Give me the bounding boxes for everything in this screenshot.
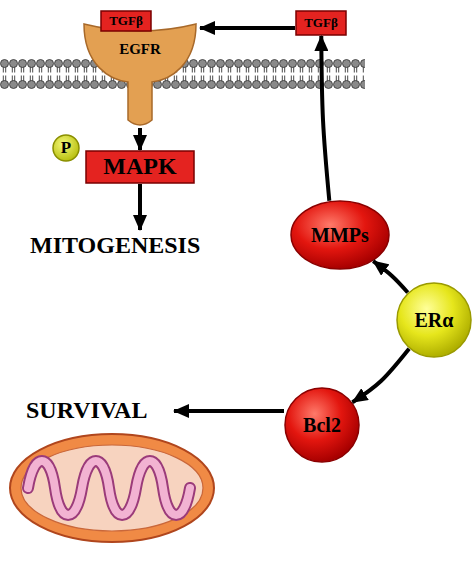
node-text: MMPs xyxy=(311,225,369,246)
node-text: TGFβ xyxy=(304,16,338,30)
survival-arrow xyxy=(174,409,284,413)
signal-arrow xyxy=(321,36,329,201)
protein-ellipse: MMPs xyxy=(290,200,390,270)
mitochondrion xyxy=(10,434,214,542)
outcome-label: MITOGENESIS xyxy=(30,232,200,258)
mitogenesis-arrow xyxy=(138,184,142,230)
outcome-label: SURVIVAL xyxy=(26,397,147,423)
node-text: P xyxy=(61,139,71,157)
receptor-shape: EGFR TGFβ xyxy=(80,10,200,128)
signal-arrow xyxy=(200,26,295,30)
kinase-box: MAPK xyxy=(85,150,195,184)
signal-arrow xyxy=(373,261,408,292)
node-text: ERα xyxy=(415,310,454,331)
node-text: MAPK xyxy=(103,154,176,179)
phospho-circle: P xyxy=(52,134,80,162)
ligand-box: TGFβ xyxy=(100,10,152,32)
node-text: Bcl2 xyxy=(303,415,341,436)
signal-arrow xyxy=(138,128,142,150)
node-text: TGFβ xyxy=(109,14,143,28)
signal-arrow xyxy=(352,349,409,403)
protein-circle: Bcl2 xyxy=(284,387,360,463)
receptor-circle: ERα xyxy=(396,282,472,358)
ligand-box: TGFβ xyxy=(295,10,347,36)
node-text: EGFR xyxy=(119,42,161,58)
